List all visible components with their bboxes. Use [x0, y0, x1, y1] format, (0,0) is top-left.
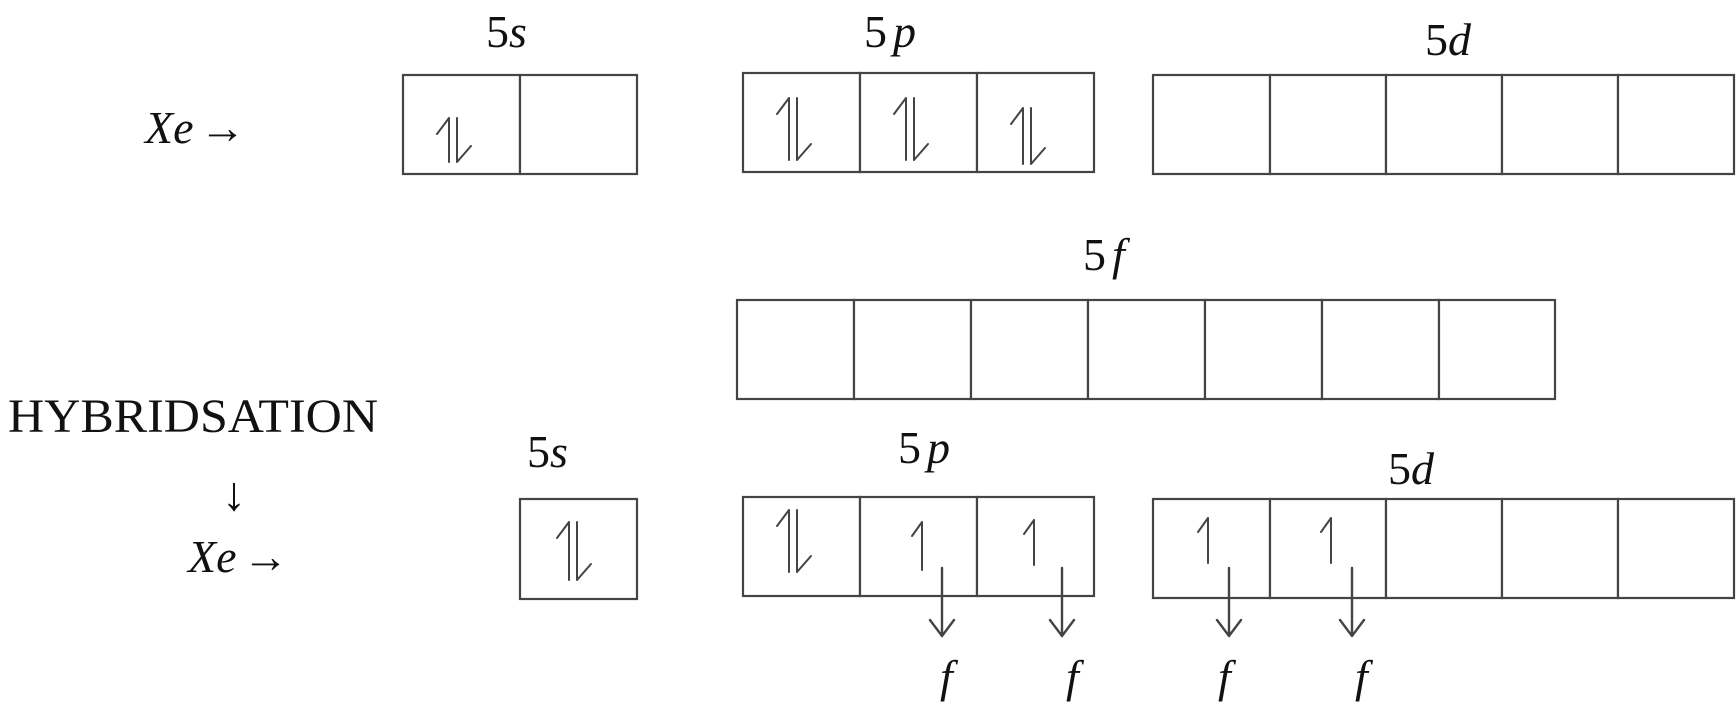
row1-5d-box-3	[1384, 73, 1504, 176]
row2-5p-boxes	[741, 495, 1096, 598]
row2-5d-box-5	[1616, 497, 1736, 600]
hybridisation-down-arrow: ↓	[222, 468, 246, 521]
fluorine-down-arrow	[1048, 566, 1076, 638]
row1-5d-box-2	[1268, 73, 1388, 176]
fluorine-down-arrow	[1338, 566, 1366, 638]
row1-arrow: →	[200, 102, 246, 153]
fluorine-label: f	[1355, 651, 1374, 702]
row1-5f-box-4	[1086, 298, 1207, 401]
row1-5f-box-2	[852, 298, 973, 401]
row1-5s-box-1	[401, 73, 522, 176]
row1-5p-box-1	[741, 71, 862, 174]
row2-prefix-text: Xe→	[186, 531, 289, 582]
electron-pair	[1010, 107, 1046, 165]
row1-5p-box-2	[858, 71, 979, 174]
label-row2-5d: 5d	[1388, 443, 1435, 494]
fluorine-down-arrow	[928, 566, 956, 638]
row1-5f-boxes	[735, 298, 1557, 401]
row1-5p-boxes	[741, 71, 1096, 174]
row2-5p-box-3	[975, 495, 1096, 598]
electron-up	[1197, 517, 1209, 564]
electron-pair	[556, 521, 592, 581]
row1-5d-box-5	[1616, 73, 1736, 176]
row1-5f-box-3	[969, 298, 1090, 401]
row2-5s-box-1	[518, 497, 639, 601]
fluorine-label: f	[1218, 651, 1237, 702]
row1-xe: Xe	[143, 102, 194, 153]
row1-5f-box-7	[1437, 298, 1557, 401]
hybridisation-label: HYBRIDSATION	[8, 390, 378, 443]
fluorine-down-arrow	[1215, 566, 1243, 638]
row2-5d-boxes	[1151, 497, 1736, 600]
row2-5d-box-4	[1500, 497, 1620, 600]
row1-5f-box-1	[735, 298, 856, 401]
electron-pair	[776, 509, 812, 573]
row2-xe: Xe	[186, 531, 237, 582]
label-row1-5s: 5s	[486, 6, 527, 57]
row1-5d-box-1	[1151, 73, 1272, 176]
row1-5d-box-4	[1500, 73, 1620, 176]
fluorine-electron-arrows	[928, 566, 1366, 638]
row1-prefix-text: Xe→	[143, 102, 246, 153]
row1-5f-box-5	[1203, 298, 1324, 401]
label-row2-5s: 5s	[527, 426, 568, 477]
row1-5s-boxes	[401, 73, 639, 176]
electron-up	[1320, 517, 1332, 564]
electron-pair	[776, 97, 812, 161]
label-row1-5d: 5d	[1425, 14, 1472, 65]
row2-5d-box-1	[1151, 497, 1272, 600]
electron-pair	[893, 97, 929, 161]
electron-up	[1023, 519, 1035, 566]
fluorine-label: f	[1066, 651, 1085, 702]
row1-5p-box-3	[975, 71, 1096, 174]
row2-5p-box-2	[858, 495, 979, 598]
row1-5d-boxes	[1151, 73, 1736, 176]
row2-5s-boxes	[518, 497, 639, 601]
row1-5s-box-2	[518, 73, 639, 176]
row2-5p-box-1	[741, 495, 862, 598]
row1-5f-box-6	[1320, 298, 1441, 401]
row2-5d-box-2	[1268, 497, 1388, 600]
row2-arrow: →	[243, 531, 289, 582]
electron-pair	[436, 117, 472, 163]
row2-5d-box-3	[1384, 497, 1504, 600]
fluorine-label: f	[940, 651, 959, 702]
electron-up	[911, 521, 923, 571]
